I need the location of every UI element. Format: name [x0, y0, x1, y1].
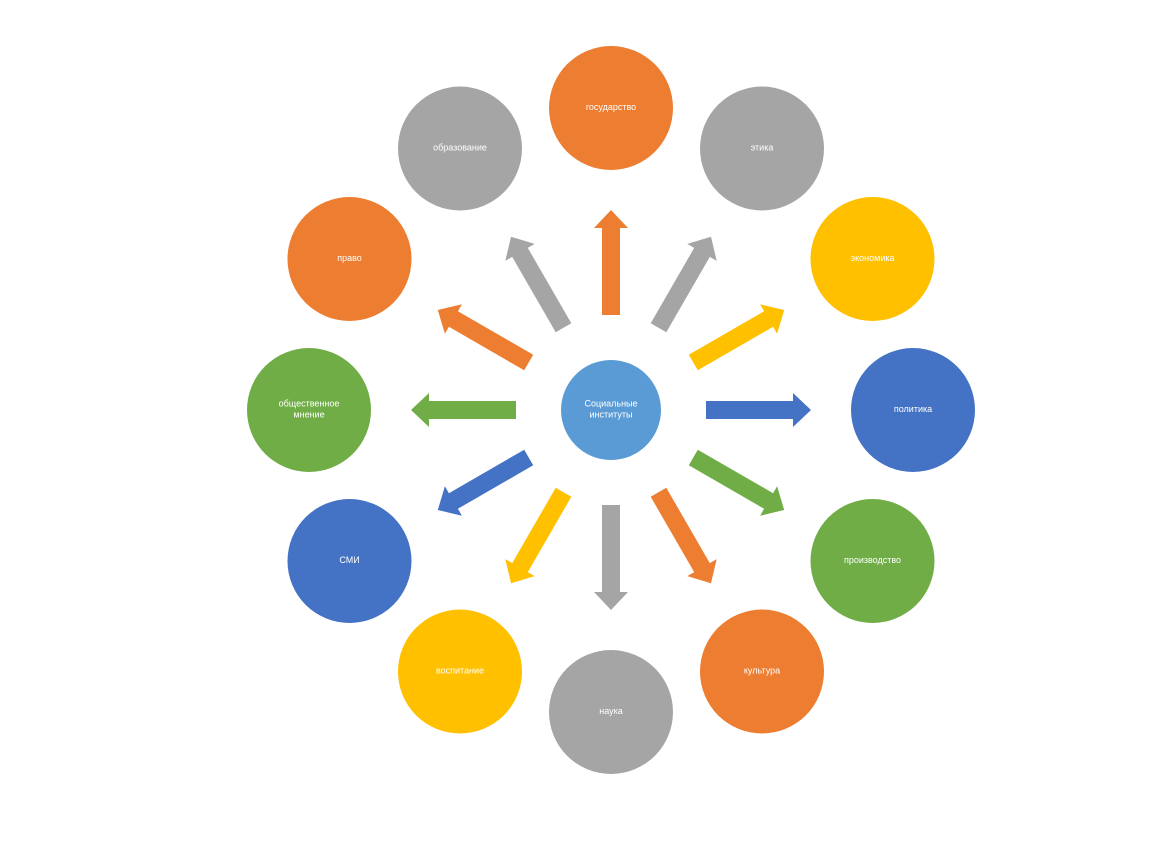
node-circle	[700, 609, 824, 734]
node-label: воспитание	[436, 666, 484, 676]
node-8: СМИ	[287, 499, 412, 623]
node-3: политика	[851, 348, 975, 472]
arrow-4	[688, 449, 785, 516]
node-label: государство	[586, 102, 636, 112]
node-circle	[287, 197, 412, 321]
node-circle	[549, 46, 673, 170]
arrow-3	[706, 393, 811, 427]
node-7: воспитание	[398, 609, 522, 734]
arrow-8	[437, 449, 534, 516]
node-circle	[398, 609, 522, 734]
arrow-0	[594, 210, 628, 315]
node-label: этика	[751, 143, 774, 153]
arrow-5	[650, 487, 717, 584]
node-circle	[851, 348, 975, 472]
node-circle	[247, 348, 371, 472]
node-0: государство	[549, 46, 673, 170]
arrow-1	[650, 236, 717, 333]
arrow-7	[505, 487, 572, 584]
node-11: образование	[398, 86, 522, 211]
node-label: образование	[433, 143, 487, 153]
node-label: СМИ	[339, 555, 359, 565]
arrow-10	[437, 304, 534, 371]
center-circle	[561, 360, 661, 460]
node-4: производство	[810, 499, 935, 623]
node-circle	[700, 86, 824, 211]
node-label: политика	[894, 404, 932, 414]
node-label: право	[337, 253, 362, 263]
node-circle	[549, 650, 673, 774]
node-6: наука	[549, 650, 673, 774]
node-circle	[810, 197, 935, 321]
nodes-group: государство этика экономика политика произво…	[247, 46, 975, 774]
node-label: наука	[599, 706, 623, 716]
node-circle	[398, 86, 522, 211]
node-circle	[810, 499, 935, 623]
node-label: производство	[844, 555, 901, 565]
node-label: культура	[744, 666, 780, 676]
arrow-6	[594, 505, 628, 610]
arrow-2	[688, 304, 785, 371]
node-10: право	[287, 197, 412, 321]
node-2: экономика	[810, 197, 935, 321]
arrow-11	[505, 236, 572, 333]
node-label: экономика	[851, 253, 895, 263]
arrows-group	[411, 210, 811, 610]
node-5: культура	[700, 609, 824, 734]
node-1: этика	[700, 86, 824, 211]
node-circle	[287, 499, 412, 623]
arrow-9	[411, 393, 516, 427]
